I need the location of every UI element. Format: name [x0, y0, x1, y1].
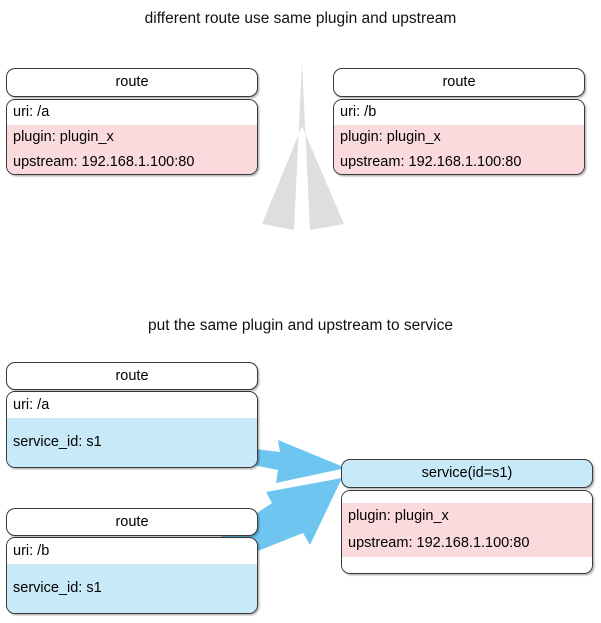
route-a-bottom-body: uri: /a service_id: s1	[6, 391, 258, 468]
service-body-top-spacer	[342, 491, 592, 503]
route-b-bottom-service-id-row: service_id: s1	[7, 564, 257, 613]
route-b-top-header: route	[333, 68, 585, 97]
route-a-top-plugin-row: plugin: plugin_x	[7, 125, 257, 150]
route-a-top-header: route	[6, 68, 258, 97]
top-section-caption: different route use same plugin and upst…	[144, 10, 457, 27]
route-b-bottom-header: route	[6, 508, 258, 536]
service-header: service(id=s1)	[341, 459, 593, 488]
route-a-bottom-header: route	[6, 362, 258, 390]
service-plugin-row: plugin: plugin_x	[342, 503, 592, 530]
route-b-bottom-body: uri: /b service_id: s1	[6, 537, 258, 614]
route-a-bottom-service-id-row: service_id: s1	[7, 418, 257, 467]
route-b-top-upstream-row: upstream: 192.168.1.100:80	[334, 149, 584, 174]
route-b-bottom-uri-row: uri: /b	[7, 538, 257, 564]
route-b-top-uri-row: uri: /b	[334, 100, 584, 126]
route-b-top-plugin-row: plugin: plugin_x	[334, 125, 584, 150]
route-a-bottom-uri-row: uri: /a	[7, 392, 257, 418]
service-body: plugin: plugin_x upstream: 192.168.1.100…	[341, 490, 593, 574]
service-body-bottom-spacer	[342, 557, 592, 573]
bottom-section-caption: put the same plugin and upstream to serv…	[147, 317, 453, 334]
route-a-top-upstream-row: upstream: 192.168.1.100:80	[7, 149, 257, 174]
down-arrow-icon	[262, 62, 344, 230]
route-a-top-body: uri: /a plugin: plugin_x upstream: 192.1…	[6, 99, 258, 175]
route-b-top-body: uri: /b plugin: plugin_x upstream: 192.1…	[333, 99, 585, 175]
route-a-top-uri-row: uri: /a	[7, 100, 257, 126]
service-upstream-row: upstream: 192.168.1.100:80	[342, 530, 592, 557]
